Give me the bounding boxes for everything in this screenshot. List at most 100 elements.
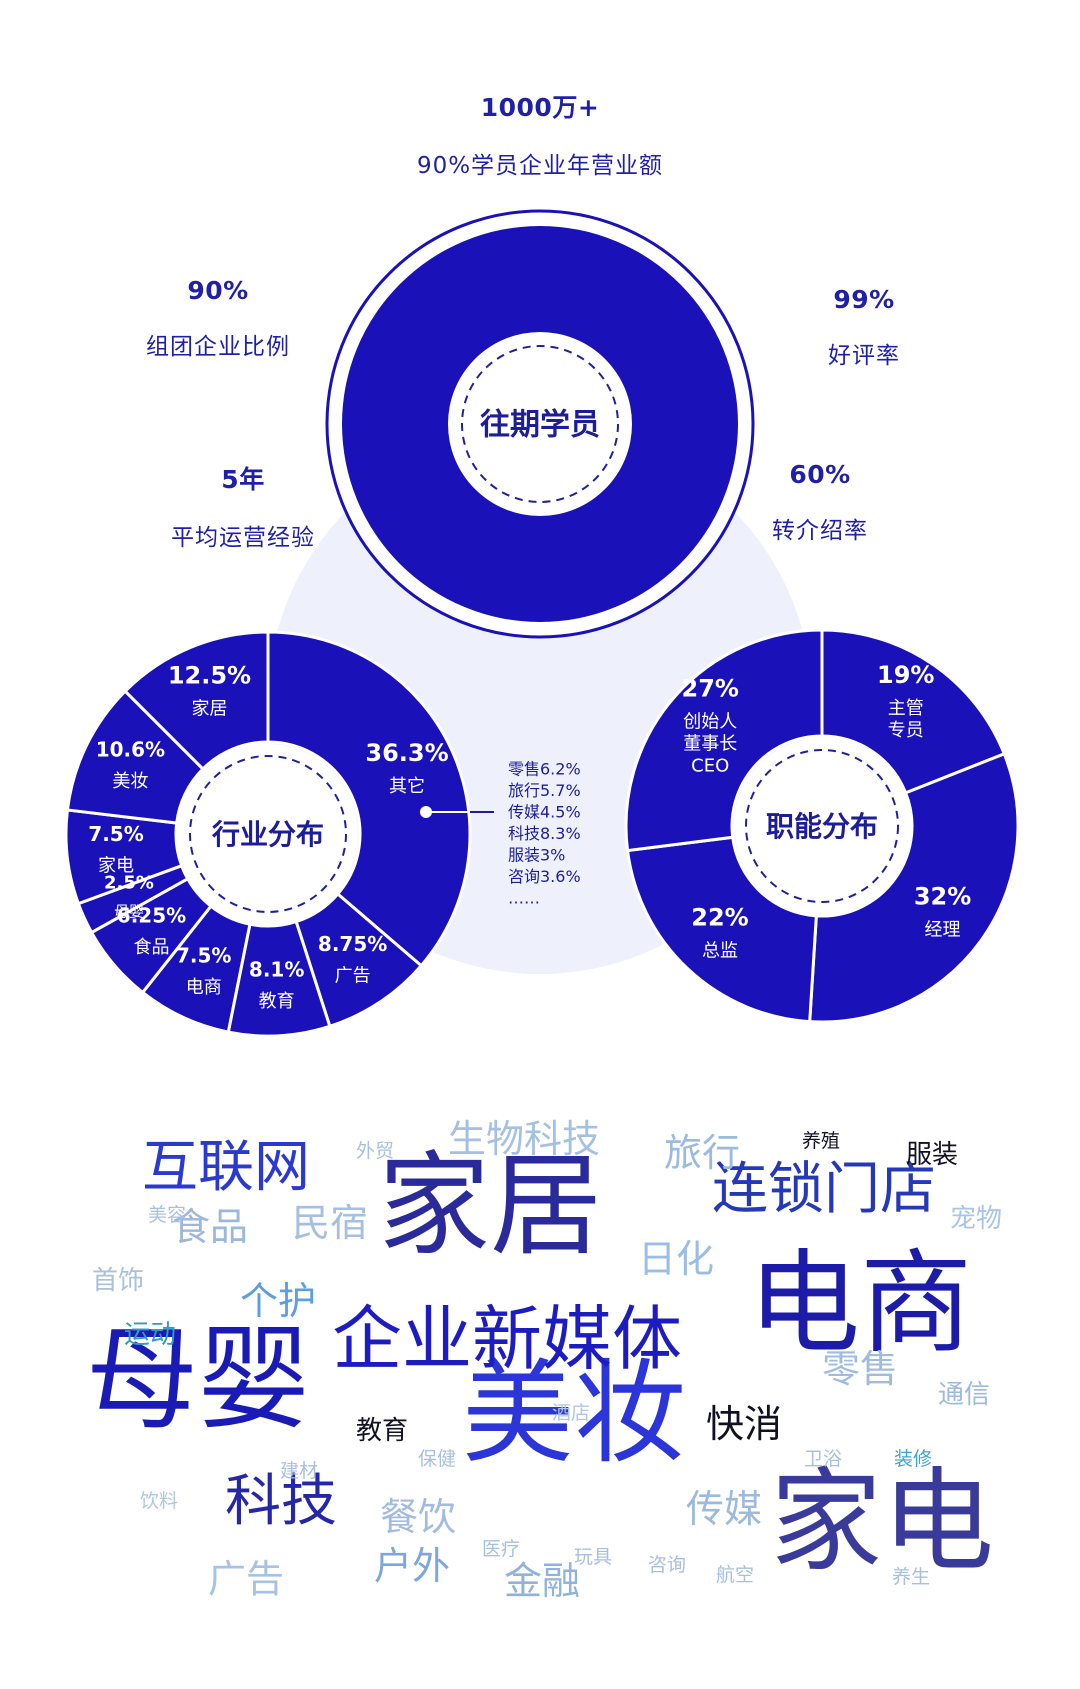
word-cloud-term: 酒店 xyxy=(552,1402,591,1424)
word-cloud-term: 饮料 xyxy=(140,1490,179,1512)
donut-2-value-label: 19% xyxy=(877,661,934,689)
donut-2-name-label: CEO xyxy=(691,755,729,776)
stat-group-ratio-value: 90% xyxy=(187,276,249,305)
word-cloud-term: 医疗 xyxy=(482,1538,521,1560)
word-cloud-term: 食品 xyxy=(172,1205,249,1249)
donut-2-value-label: 27% xyxy=(682,674,739,702)
donut-2-name-label: 创始人 xyxy=(683,711,737,732)
word-cloud-term: 餐饮 xyxy=(380,1495,457,1539)
donut-2-value-label: 22% xyxy=(691,904,748,932)
donut-1-name-label: 教育 xyxy=(259,991,295,1012)
word-cloud-term: 互联网 xyxy=(142,1135,310,1200)
donut-2-slice-3 xyxy=(624,628,824,853)
donut-1-name-label: 美妆 xyxy=(112,771,148,792)
word-cloud-term: 宠物 xyxy=(950,1204,1003,1234)
other-breakdown-item: 咨询3.6% xyxy=(508,867,581,886)
donut-1-name-label: 食品 xyxy=(134,937,170,958)
donut-1-value-label: 8.1% xyxy=(249,957,304,981)
word-cloud-term: 养生 xyxy=(892,1566,931,1588)
other-breakdown-item: 科技8.3% xyxy=(508,824,581,843)
stat-rating-label: 好评率 xyxy=(828,343,900,369)
word-cloud-term: 快消 xyxy=(706,1402,783,1446)
donut-1-value-label: 8.75% xyxy=(318,932,387,956)
word-cloud-term: 美容 xyxy=(148,1204,187,1226)
word-cloud-term: 装修 xyxy=(894,1448,933,1470)
donut-2-hole xyxy=(734,738,910,914)
donut-1-name-label: 电商 xyxy=(186,977,222,998)
center-title: 往期学员 xyxy=(480,408,600,443)
top-inner-hole xyxy=(448,332,632,516)
donut-1-hole xyxy=(178,744,358,924)
word-cloud-term: 金融 xyxy=(504,1559,581,1603)
stat-group-ratio-label: 组团企业比例 xyxy=(146,334,290,360)
word-cloud-term: 咨询 xyxy=(648,1554,687,1576)
stat-experience-label: 平均运营经验 xyxy=(171,525,315,551)
word-cloud-term: 连锁门店 xyxy=(712,1157,936,1222)
word-cloud-term: 教育 xyxy=(356,1416,409,1446)
other-breakdown-item: …… xyxy=(508,889,540,908)
word-cloud-term: 母婴 xyxy=(86,1315,310,1445)
donut-1-value-label: 2.5% xyxy=(104,872,154,893)
donut-1-name-label: 母婴 xyxy=(114,902,144,920)
word-cloud-term: 家居 xyxy=(378,1141,602,1271)
donut-1-slice-0 xyxy=(266,630,472,968)
donut-1-value-label: 7.5% xyxy=(176,943,231,967)
word-cloud-term: 零售 xyxy=(822,1347,899,1391)
word-cloud-term: 航空 xyxy=(716,1564,755,1586)
word-cloud-term: 电商 xyxy=(748,1239,972,1369)
word-cloud-term: 美妆 xyxy=(462,1349,686,1479)
industry-word-cloud: 家居电商母婴 美妆家电 企业新媒体 互联网 连锁门店科技 食品日化 生物科技 旅行零售传媒 餐饮… xyxy=(0,1100,1080,1689)
donut-1-name-label: 广告 xyxy=(335,965,371,986)
donut-1-slice-8 xyxy=(123,630,270,772)
word-cloud-term: 生物科技 xyxy=(448,1117,601,1161)
word-cloud-term: 运动 xyxy=(124,1320,177,1350)
donut-1-title: 行业分布 xyxy=(211,818,324,851)
donut-chart-2 xyxy=(624,628,1020,1024)
stat-referral: 60% 转介绍率 xyxy=(772,460,868,545)
other-breakdown-item: 旅行5.7% xyxy=(508,781,581,800)
word-cloud-term: 通信 xyxy=(938,1380,991,1410)
stat-rating: 99% 好评率 xyxy=(828,285,900,370)
donut-2-name-label: 总监 xyxy=(702,941,738,962)
word-cloud-term: 个护 xyxy=(240,1279,317,1323)
donut-2-value-label: 32% xyxy=(914,883,971,911)
stat-referral-value: 60% xyxy=(789,460,851,489)
donut-1-name-label: 家电 xyxy=(98,856,134,877)
donut-1-value-label: 7.5% xyxy=(88,822,143,846)
donut-2-name-label: 经理 xyxy=(925,920,961,941)
donut-2-name-label: 专员 xyxy=(888,720,924,741)
donut-1-dashed-ring xyxy=(189,755,347,913)
stat-revenue-value: 1000万+ xyxy=(480,93,600,122)
stat-group-ratio: 90% 组团企业比例 xyxy=(146,276,290,361)
donut-1-value-label: 36.3% xyxy=(365,739,448,767)
word-cloud-term: 建材 xyxy=(280,1460,319,1482)
word-cloud-term: 养殖 xyxy=(802,1130,841,1152)
donut-2-dashed-ring xyxy=(745,749,899,903)
donut-1-value-label: 12.5% xyxy=(168,662,251,690)
other-breakdown-item: 零售6.2% xyxy=(508,760,581,779)
donut-1-value-label: 10.6% xyxy=(96,738,165,762)
stat-revenue-label: 90%学员企业年营业额 xyxy=(416,153,664,179)
stat-referral-label: 转介绍率 xyxy=(772,518,868,544)
infographic-chart-canvas: 往期学员36.3%其它8.75%广告8.1%教育7.5%电商6.25%食品2.5… xyxy=(64,209,1020,1038)
word-cloud-term: 服装 xyxy=(906,1140,959,1170)
word-cloud-term: 科技 xyxy=(225,1469,337,1534)
other-breakdown-item: 服装3% xyxy=(508,846,565,865)
word-cloud-term: 旅行 xyxy=(664,1131,741,1175)
word-cloud-term: 家电 xyxy=(770,1457,994,1587)
donut-2-name-label: 董事长 xyxy=(683,733,737,754)
donut-1-name-label: 其它 xyxy=(389,776,425,797)
other-breakdown-item: 传媒4.5% xyxy=(508,803,581,822)
donut-2-name-label: 主管 xyxy=(888,698,924,719)
word-cloud-term: 企业新媒体 xyxy=(332,1298,682,1380)
donut-1-name-label: 家居 xyxy=(191,699,227,720)
donut-2-slice-0 xyxy=(820,628,1007,795)
top-dashed-ring xyxy=(461,345,619,503)
word-cloud-term: 广告 xyxy=(208,1557,285,1601)
donut-2-title: 职能分布 xyxy=(766,810,878,843)
donut-2-slice-1 xyxy=(808,751,1020,1024)
stat-revenue: 1000万+ 90%学员企业年营业额 xyxy=(417,88,663,180)
word-cloud-term: 日化 xyxy=(638,1237,715,1281)
word-cloud-term: 传媒 xyxy=(686,1487,763,1531)
